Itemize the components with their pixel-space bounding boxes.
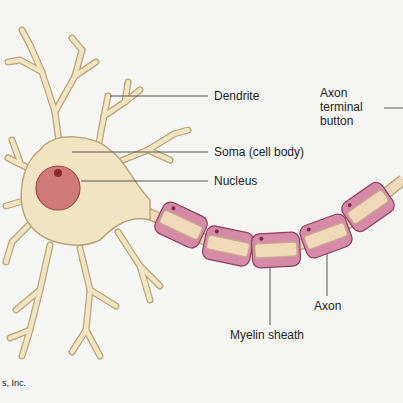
part-label: Soma (cell body) bbox=[214, 145, 304, 159]
leader-lines bbox=[72, 96, 403, 325]
part-label: Nucleus bbox=[214, 174, 257, 188]
part-label: Axon bbox=[314, 299, 341, 313]
part-label: Myelin sheath bbox=[230, 328, 304, 342]
part-label: Axon terminal button bbox=[320, 86, 382, 128]
copyright-note: s, Inc. bbox=[2, 376, 26, 390]
part-label: Dendrite bbox=[214, 89, 259, 103]
